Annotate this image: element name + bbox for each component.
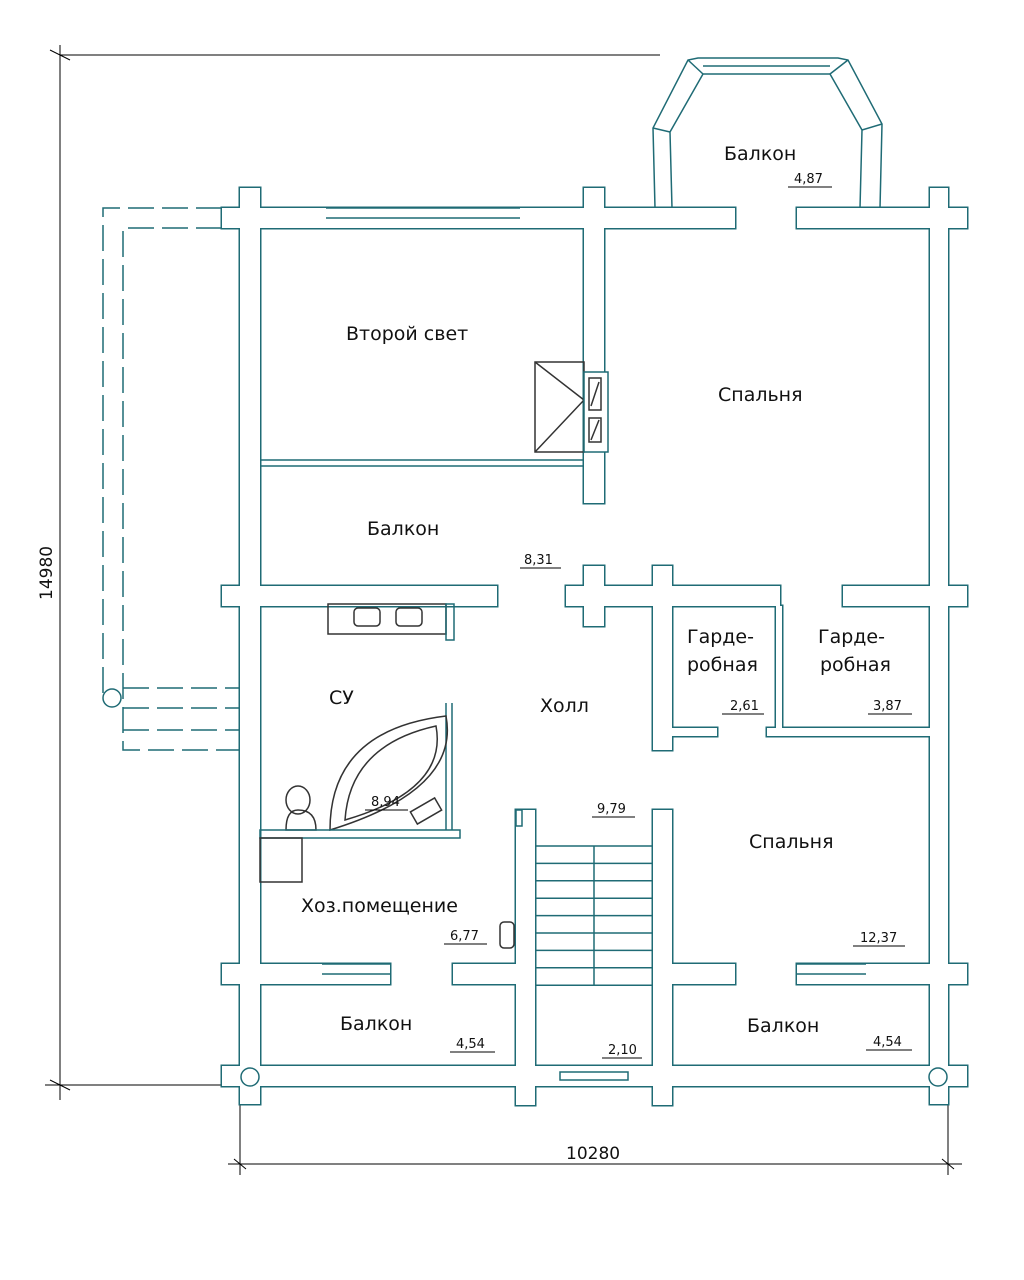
area-bedroom-bottom: 12,37 xyxy=(860,931,897,946)
column-icon xyxy=(240,1067,260,1087)
bay-balcony xyxy=(652,57,883,209)
room-hall: Холл xyxy=(540,695,589,717)
wall-segment xyxy=(584,566,604,626)
area-balcony-bl: 4,54 xyxy=(456,1037,485,1052)
room-wardrobe-2: Гарде- xyxy=(818,626,885,648)
room-balcony-bl: Балкон xyxy=(340,1013,412,1035)
wall-segment xyxy=(653,964,735,984)
wall-segment xyxy=(767,728,930,736)
area-bathroom: 8,94 xyxy=(371,795,400,810)
room-wardrobe-1-line2: робная xyxy=(687,654,758,676)
room-bathroom: СУ xyxy=(329,687,354,709)
width-dimension: 10280 xyxy=(566,1144,620,1164)
column-icon xyxy=(102,688,122,708)
area-hall: 9,79 xyxy=(597,802,626,817)
wall-segment xyxy=(653,566,672,750)
wall-segment xyxy=(930,188,948,1100)
wall-segment xyxy=(797,208,967,228)
room-balcony-br: Балкон xyxy=(747,1015,819,1037)
area-balcony-top: 4,87 xyxy=(794,172,823,187)
area-wardrobe-1: 2,61 xyxy=(730,699,759,714)
wall-segment xyxy=(584,188,604,503)
wall-segment xyxy=(453,964,535,984)
area-stair-landing: 2,10 xyxy=(608,1043,637,1058)
room-second-light: Второй свет xyxy=(346,323,468,345)
terrace-outline xyxy=(102,207,240,751)
wall-segment xyxy=(653,810,672,1105)
room-bedroom-top: Спальня xyxy=(718,384,803,406)
area-wardrobe-2: 3,87 xyxy=(873,699,902,714)
room-labels: Балкон 4,87 Второй свет Спальня Балкон 8… xyxy=(301,143,902,1058)
wall-segment xyxy=(516,810,535,1105)
room-wardrobe-1: Гарде- xyxy=(687,626,754,648)
room-wardrobe-2-line2: робная xyxy=(820,654,891,676)
area-underlines xyxy=(365,186,912,1059)
wall-segment xyxy=(776,606,782,730)
wall-segment xyxy=(672,728,717,736)
wall-segment xyxy=(240,1086,260,1104)
area-utility: 6,77 xyxy=(450,929,479,944)
column-icon xyxy=(928,1067,948,1087)
wall-segment xyxy=(614,586,780,606)
wall-segment xyxy=(222,586,497,606)
room-bedroom-bottom: Спальня xyxy=(749,831,834,853)
wall-segment xyxy=(843,586,967,606)
height-dimension: 14980 xyxy=(37,546,57,600)
staircase xyxy=(535,845,653,986)
wall-segment xyxy=(240,188,260,1100)
wall-segment xyxy=(797,964,967,984)
wall-segment xyxy=(222,1066,967,1086)
wall-segment xyxy=(222,964,390,984)
room-balcony-mid: Балкон xyxy=(367,518,439,540)
wall-segment xyxy=(930,1086,948,1104)
room-utility: Хоз.помещение xyxy=(301,895,458,917)
area-balcony-mid: 8,31 xyxy=(524,553,553,568)
area-balcony-br: 4,54 xyxy=(873,1035,902,1050)
room-balcony-top: Балкон xyxy=(724,143,796,165)
fixtures xyxy=(259,207,866,1081)
